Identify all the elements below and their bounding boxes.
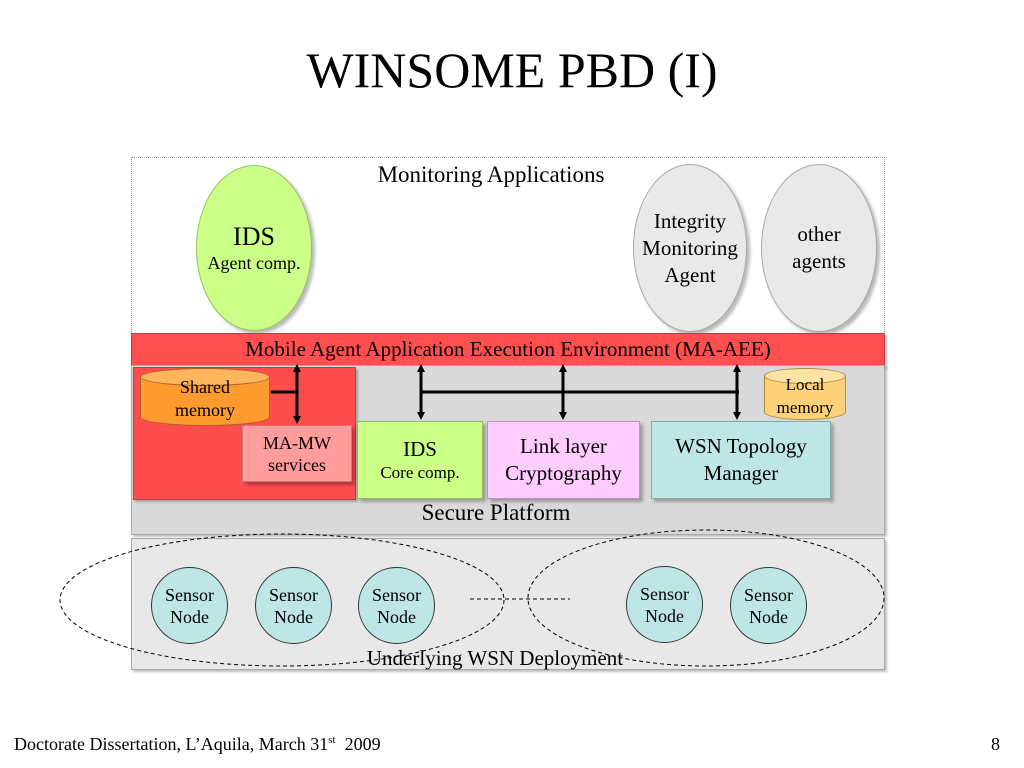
integrity-agent-line1: Integrity — [653, 208, 727, 233]
slide-title: WINSOME PBD (I) — [306, 42, 718, 98]
sensor-node: Sensor Node — [151, 567, 228, 644]
sensor-node-sublabel: Node — [645, 605, 684, 626]
sensor-node-sublabel: Node — [274, 606, 313, 627]
sensor-node-label: Sensor — [372, 584, 421, 605]
shared-memory-line1: Shared — [180, 377, 230, 397]
sensor-node-sublabel: Node — [170, 606, 209, 627]
cluster-ellipse-right — [527, 529, 885, 667]
sensor-node: Sensor Node — [626, 566, 703, 643]
footer-main: Doctorate Dissertation, L’Aquila, March … — [14, 734, 329, 754]
footer-superscript: st — [328, 734, 336, 746]
other-agents-line2: agents — [792, 249, 846, 273]
ids-agent-subtitle: Agent comp. — [207, 253, 301, 273]
ma-mw-line1: MA-MW — [263, 432, 331, 453]
integrity-agent-line3: Agent — [664, 262, 716, 287]
cluster-ellipse-left — [59, 533, 505, 667]
secure-platform-label: Secure Platform — [421, 500, 571, 525]
monitoring-applications-label: Monitoring Applications — [377, 162, 605, 187]
other-agents: other agents — [761, 164, 877, 332]
sensor-node-label: Sensor — [744, 584, 793, 605]
wsn-topology-manager-box: WSN Topology Manager — [651, 421, 831, 499]
ids-agent-component: IDS Agent comp. — [196, 165, 312, 331]
link-layer-line2: Cryptography — [505, 461, 622, 485]
shared-memory-cylinder: Shared memory — [140, 368, 270, 426]
page-number: 8 — [991, 734, 1000, 754]
ids-core-subtitle: Core comp. — [380, 462, 460, 482]
ids-core-component: IDS Core comp. — [357, 421, 483, 499]
link-layer-cryptography-box: Link layer Cryptography — [487, 421, 640, 499]
wsn-deployment-label: Underlying WSN Deployment — [366, 646, 624, 670]
local-memory-line1: Local — [785, 375, 825, 394]
sensor-node-label: Sensor — [269, 584, 318, 605]
ids-core-title: IDS — [403, 436, 437, 461]
wsn-topology-line2: Manager — [703, 461, 779, 485]
link-layer-line1: Link layer — [520, 434, 607, 458]
ma-mw-services-box: MA-MW services — [242, 425, 352, 482]
sensor-node: Sensor Node — [255, 567, 332, 644]
local-memory-cylinder: Local memory — [764, 368, 846, 420]
footer-text: Doctorate Dissertation, L’Aquila, March … — [14, 734, 381, 755]
shared-memory-line2: memory — [175, 400, 235, 420]
sensor-node-sublabel: Node — [377, 606, 416, 627]
other-agents-line1: other — [797, 222, 841, 246]
integrity-monitoring-agent: Integrity Monitoring Agent — [633, 164, 747, 332]
sensor-node: Sensor Node — [730, 567, 807, 644]
sensor-node-label: Sensor — [640, 583, 689, 604]
ma-mw-line2: services — [268, 454, 326, 475]
wsn-topology-line1: WSN Topology — [675, 434, 807, 458]
integrity-agent-line2: Monitoring — [642, 235, 738, 260]
local-memory-line2: memory — [776, 398, 834, 417]
footer-year: 2009 — [344, 734, 381, 754]
ids-agent-title: IDS — [233, 222, 275, 251]
sensor-node-label: Sensor — [165, 584, 214, 605]
sensor-node-sublabel: Node — [749, 606, 788, 627]
sensor-node: Sensor Node — [358, 567, 435, 644]
